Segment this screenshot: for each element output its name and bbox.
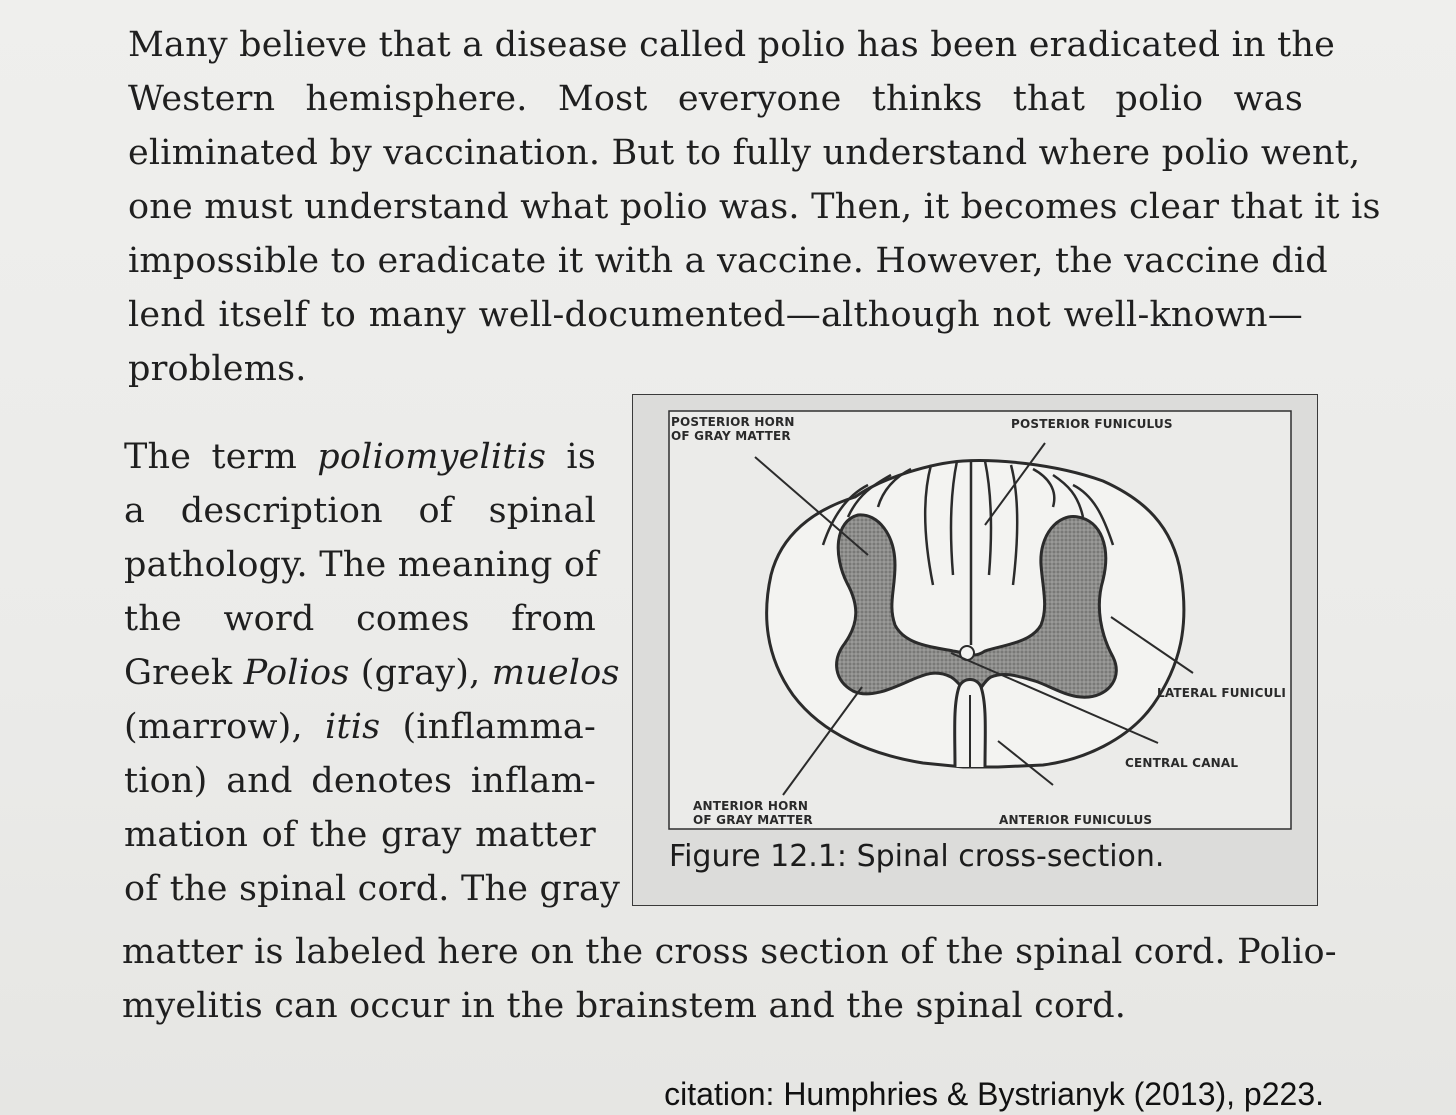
text-line: the word comes from	[124, 599, 596, 639]
term-italic: itis	[325, 707, 381, 747]
text-run: (marrow),	[124, 707, 326, 747]
text-line: mation of the gray matter	[124, 815, 596, 855]
text-run: is	[546, 437, 596, 477]
paragraph-intro: Many believe that a disease called polio…	[128, 18, 1381, 396]
text-line: lend itself to many well-documented—alth…	[128, 295, 1303, 335]
figure-spinal-cross-section: POSTERIOR HORN OF GRAY MATTER POSTERIOR …	[632, 394, 1318, 906]
label-text: ANTERIOR HORN	[693, 799, 809, 813]
text-line: The term poliomyelitis is	[124, 430, 596, 484]
text-line: (marrow), itis (inflamma-	[124, 700, 596, 754]
text-run: The term	[124, 437, 318, 477]
term-italic: Polios	[243, 653, 350, 693]
text-line: pathology. The meaning of	[124, 545, 599, 585]
paragraph-poliomyelitis: The term poliomyelitis is a description …	[124, 430, 621, 916]
citation: citation: Humphries & Bystrianyk (2013),…	[664, 1076, 1324, 1112]
text-line: one must understand what polio was. Then…	[128, 187, 1381, 227]
text-line: impossible to eradicate it with a vaccin…	[128, 241, 1328, 281]
text-line: myelitis can occur in the brainstem and …	[122, 986, 1127, 1026]
label-lateral-funiculi: LATERAL FUNICULI	[1157, 686, 1287, 700]
label-central-canal: CENTRAL CANAL	[1125, 756, 1239, 770]
label-text: OF GRAY MATTER	[671, 429, 791, 443]
gray-matter	[835, 513, 1118, 699]
leader-lines	[754, 442, 1194, 796]
text-run: (inflamma-	[380, 707, 596, 747]
paragraph-gray-matter: matter is labeled here on the cross sect…	[122, 925, 1337, 1033]
label-anterior-horn: ANTERIOR HORN OF GRAY MATTER	[693, 799, 813, 827]
text-line: Many believe that a disease called polio…	[128, 25, 1335, 65]
text-run: (gray),	[349, 653, 492, 693]
text-line: Greek Polios (gray), muelos	[124, 646, 619, 700]
label-text: POSTERIOR HORN	[671, 415, 795, 429]
label-posterior-funiculus: POSTERIOR FUNICULUS	[1011, 417, 1173, 431]
text-line: eliminated by vaccination. But to fully …	[128, 133, 1361, 173]
text-line: Western hemisphere. Most everyone thinks…	[128, 79, 1303, 119]
text-line: tion) and denotes inflam-	[124, 761, 596, 801]
text-run: Greek	[124, 653, 244, 693]
text-line: a description of spinal	[124, 491, 596, 531]
text-line: of the spinal cord. The gray	[124, 869, 621, 909]
posterior-septa	[821, 460, 1115, 645]
spinal-cord-diagram	[668, 410, 1292, 830]
label-posterior-horn: POSTERIOR HORN OF GRAY MATTER	[671, 415, 795, 443]
label-text: OF GRAY MATTER	[693, 813, 813, 827]
term-italic: poliomyelitis	[317, 437, 547, 477]
term-italic: muelos	[491, 653, 620, 693]
label-anterior-funiculus: ANTERIOR FUNICULUS	[999, 813, 1153, 827]
text-line: problems.	[128, 349, 307, 389]
figure-caption: Figure 12.1: Spinal cross-section.	[669, 839, 1165, 874]
text-line: matter is labeled here on the cross sect…	[122, 932, 1337, 972]
